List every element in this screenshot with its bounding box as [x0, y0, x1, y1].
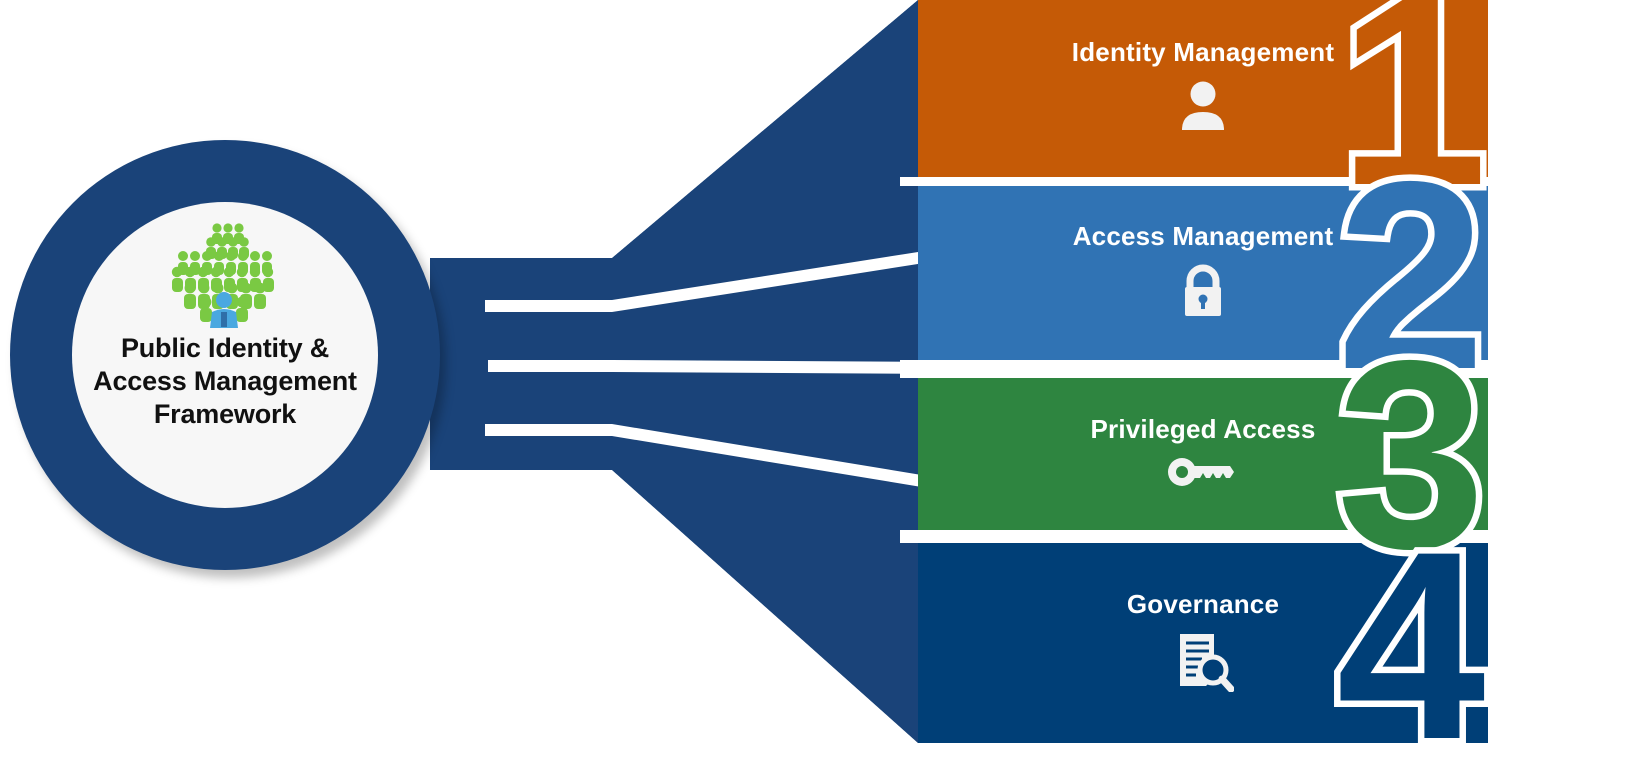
connector-neck-2 [430, 258, 500, 470]
branch-2-label: Access Management [1072, 221, 1334, 251]
person-icon [1174, 78, 1232, 141]
branch-card-access-management[interactable]: 2 Access Management [918, 119, 1492, 432]
banner-gap-3-4 [900, 530, 1632, 543]
hub-circle[interactable]: Public Identity & Access Management Fram… [10, 140, 440, 570]
hub-inner-circle: Public Identity & Access Management Fram… [72, 202, 378, 508]
padlock-icon [1176, 262, 1230, 325]
connector-trim-topleft [430, 0, 612, 258]
branch-4-label: Governance [1126, 589, 1280, 619]
branch-card-privileged-access[interactable]: 3 Privileged Access [918, 298, 1492, 611]
leader-figure [210, 292, 238, 328]
branch-1-label: Identity Management [1071, 36, 1335, 67]
branch-card-governance[interactable]: 4 Governance [918, 489, 1494, 768]
hub-title-line-3: Framework [153, 398, 297, 429]
key-icon [1166, 455, 1240, 494]
banner-gap-1-2 [900, 177, 1632, 186]
crowd-with-leader-icon [171, 223, 274, 328]
hub-title-line-2: Access Management [93, 365, 357, 396]
diagram-canvas: Public Identity & Access Management Fram… [10, 0, 1632, 768]
branch-3-background [918, 378, 1488, 530]
hub-title: Public Identity & Access Management Fram… [80, 332, 370, 431]
branch-3-label: Privileged Access [1090, 414, 1316, 444]
banner-gap-2-3 [900, 360, 1632, 378]
document-magnifier-icon [1172, 630, 1235, 697]
branch-2-background [918, 186, 1488, 360]
hub-title-line-1: Public Identity & [120, 333, 330, 363]
connector-trim-bottomleft [430, 470, 612, 743]
branch-card-identity-management[interactable]: 1 Identity Management [918, 0, 1494, 247]
fan-connector [430, 0, 1632, 743]
